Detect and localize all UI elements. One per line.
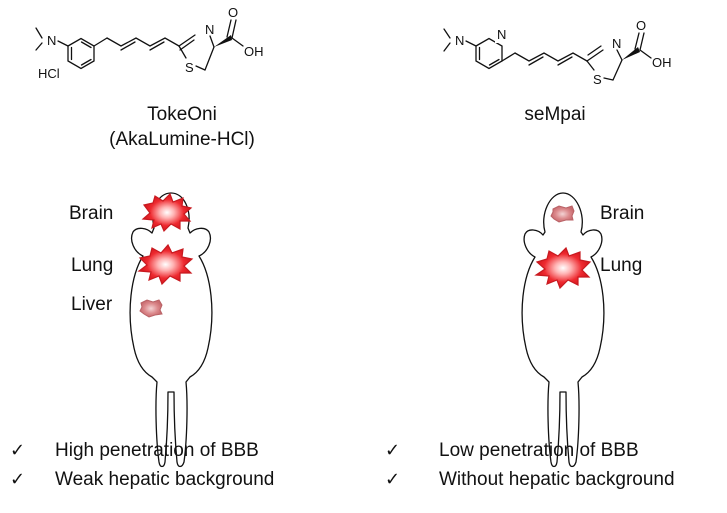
right-check-icon-1: ✓: [385, 440, 400, 461]
left-check-icon-1: ✓: [10, 440, 25, 461]
right-check-icon-2: ✓: [385, 469, 400, 490]
left-label-liver: Liver: [71, 294, 113, 315]
left-check-item-1: High penetration of BBB: [55, 440, 259, 461]
tokeoni-name: TokeOni: [147, 104, 217, 125]
right-signal-lung: [534, 246, 592, 290]
left-signal-liver: [139, 299, 163, 318]
sempai-hydroxyl: OH: [652, 55, 672, 70]
tokeoni-structure: N HCl N S O OH: [35, 5, 264, 81]
sempai-structure: N N N S O OH: [443, 18, 672, 87]
tokeoni-hydroxyl: OH: [244, 44, 264, 59]
tokeoni-alt-name: (AkaLumine-HCl): [109, 129, 255, 150]
left-checklist: ✓ High penetration of BBB ✓ Weak hepatic…: [10, 440, 274, 490]
right-label-brain: Brain: [600, 203, 644, 224]
sempai-ring-s: S: [593, 72, 602, 87]
tokeoni-amine-n: N: [47, 33, 56, 48]
left-check-icon-2: ✓: [10, 469, 25, 490]
tokeoni-carbonyl-o: O: [228, 5, 238, 20]
sempai-carbonyl-o: O: [636, 18, 646, 33]
left-mouse-outline: [129, 192, 213, 468]
left-check-item-2: Weak hepatic background: [55, 469, 274, 490]
sempai-ring-n: N: [612, 36, 621, 51]
left-signal-brain: [141, 192, 193, 233]
tokeoni-ring-s: S: [185, 60, 194, 75]
sempai-pyridine-n: N: [497, 27, 506, 42]
left-signal-lung: [137, 243, 194, 286]
right-check-item-2: Without hepatic background: [439, 469, 675, 490]
right-checklist: ✓ Low penetration of BBB ✓ Without hepat…: [385, 440, 675, 490]
left-label-lung: Lung: [71, 255, 113, 276]
tokeoni-ring-n: N: [205, 22, 214, 37]
sempai-name: seMpai: [524, 104, 585, 125]
right-label-lung: Lung: [600, 255, 642, 276]
left-label-brain: Brain: [69, 203, 113, 224]
right-check-item-1: Low penetration of BBB: [439, 440, 639, 461]
tokeoni-hcl: HCl: [38, 66, 60, 81]
right-mouse-outline: [521, 192, 605, 468]
right-signal-brain: [550, 205, 575, 223]
sempai-amine-n: N: [455, 33, 464, 48]
